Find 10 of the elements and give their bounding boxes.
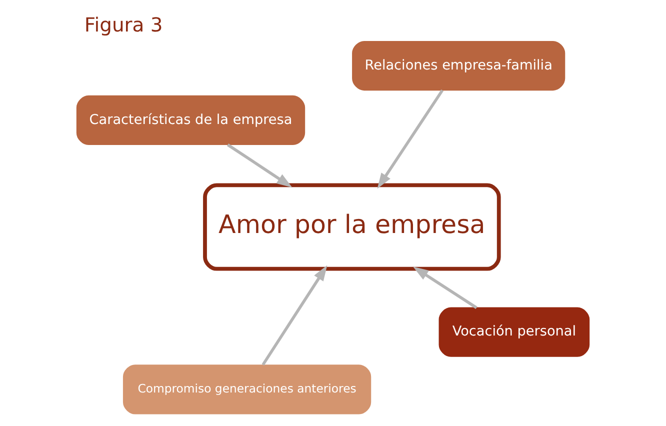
node-box: Compromiso generaciones anteriores xyxy=(122,364,372,414)
arrow xyxy=(412,266,478,309)
node-box: Amor por la empresa xyxy=(203,183,501,271)
arrow xyxy=(377,89,444,189)
arrow xyxy=(226,144,292,188)
node-box: Vocación personal xyxy=(438,307,590,357)
diagram-title: Figura 3 xyxy=(84,14,163,37)
node-box: Relaciones empresa-familia xyxy=(352,40,566,91)
arrow xyxy=(262,265,328,366)
node-box: Características de la empresa xyxy=(76,95,306,146)
